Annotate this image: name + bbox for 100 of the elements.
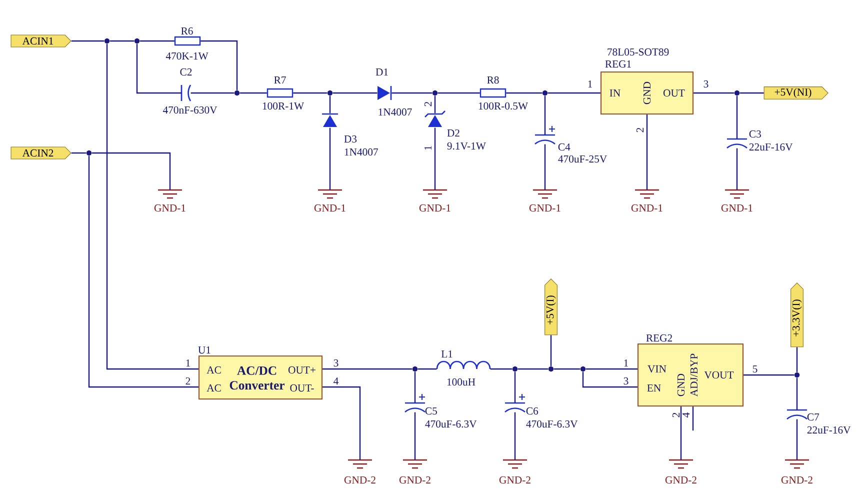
wire bbox=[106, 44, 198, 370]
value-label: 100uH bbox=[447, 378, 476, 386]
capacitor-symbol bbox=[504, 393, 526, 413]
wire bbox=[438, 92, 480, 94]
pin-number: 5 bbox=[752, 365, 758, 373]
wire bbox=[796, 347, 798, 372]
wire bbox=[190, 92, 234, 94]
part-label: D2 bbox=[447, 129, 460, 137]
ground-symbol bbox=[347, 459, 373, 469]
wire bbox=[92, 152, 171, 190]
pin-number: 2 bbox=[672, 412, 680, 418]
ground-symbol bbox=[724, 189, 750, 199]
part-label: C2 bbox=[180, 68, 192, 76]
chip-box: IN GND OUT bbox=[600, 71, 694, 115]
part-label: R7 bbox=[274, 76, 286, 84]
wire bbox=[518, 368, 548, 370]
pin-number: 1 bbox=[588, 80, 592, 88]
capacitor-symbol bbox=[726, 138, 748, 149]
wire bbox=[544, 96, 546, 135]
value-label: 470uF-6.3V bbox=[526, 420, 578, 428]
ground-label: GND-2 bbox=[665, 476, 696, 484]
wire bbox=[140, 40, 174, 42]
ground-label: GND-1 bbox=[154, 204, 186, 212]
value-label: 100R-1W bbox=[262, 102, 304, 110]
ground-symbol bbox=[634, 189, 660, 199]
part-label: C6 bbox=[526, 407, 538, 415]
value-label: 1N4007 bbox=[378, 108, 412, 116]
pin-number: 4 bbox=[334, 377, 338, 384]
wire bbox=[586, 368, 638, 370]
port-flag: +3.3V(I) bbox=[790, 282, 804, 348]
part-label: C7 bbox=[807, 413, 820, 421]
value-label: 22uF-16V bbox=[749, 143, 793, 151]
wire bbox=[692, 406, 694, 431]
part-label: C4 bbox=[558, 143, 570, 151]
wire bbox=[71, 40, 104, 42]
part-label: 78L05-SOT89 bbox=[608, 48, 669, 56]
zener-diode-symbol bbox=[424, 110, 446, 127]
capacitor-symbol bbox=[786, 409, 808, 420]
value-label: 470uF-6.3V bbox=[425, 420, 477, 428]
resistor-symbol bbox=[174, 36, 201, 46]
diode-symbol bbox=[378, 86, 392, 100]
wire bbox=[240, 92, 267, 94]
ground-symbol bbox=[784, 459, 810, 469]
value-label: 100R-0.5W bbox=[478, 102, 528, 110]
ground-symbol bbox=[668, 459, 694, 469]
value-label: 470nF-630V bbox=[162, 106, 218, 114]
wire bbox=[796, 378, 798, 410]
wire bbox=[110, 40, 134, 42]
ground-symbol bbox=[502, 459, 528, 469]
value-label: 470K-1W bbox=[166, 52, 208, 60]
wire bbox=[740, 92, 764, 94]
wire bbox=[71, 152, 86, 154]
part-label: C5 bbox=[425, 407, 437, 415]
wire bbox=[322, 386, 361, 460]
ground-label: GND-2 bbox=[344, 476, 376, 484]
wire bbox=[554, 368, 580, 370]
pin-number: 1 bbox=[186, 359, 190, 367]
wire bbox=[434, 128, 436, 190]
part-label: REG2 bbox=[646, 334, 672, 342]
port-flag: ACIN1 bbox=[10, 34, 72, 48]
port-flag: ACIN2 bbox=[10, 146, 72, 160]
inductor-symbol bbox=[436, 360, 491, 370]
wire bbox=[582, 372, 638, 388]
port-flag: +5V(NI) bbox=[764, 86, 828, 100]
capacitor-symbol bbox=[534, 125, 556, 145]
wire bbox=[544, 144, 546, 190]
pin-number: 4 bbox=[682, 412, 690, 418]
value-label: 9.1V-1W bbox=[447, 142, 486, 150]
wire bbox=[293, 92, 328, 94]
pin-number: 1 bbox=[424, 146, 432, 150]
part-label: R8 bbox=[487, 76, 499, 84]
pin-number: 3 bbox=[334, 359, 338, 367]
wire bbox=[88, 156, 198, 388]
pin-number: 3 bbox=[704, 80, 708, 88]
wire bbox=[694, 92, 734, 94]
ground-symbol bbox=[422, 189, 448, 199]
wire bbox=[490, 368, 512, 370]
part-label: REG1 bbox=[605, 60, 631, 68]
wire bbox=[392, 92, 432, 94]
wire bbox=[796, 419, 798, 460]
ground-label: GND-2 bbox=[781, 476, 812, 484]
wire bbox=[414, 372, 416, 403]
resistor-symbol bbox=[480, 88, 506, 98]
ground-symbol bbox=[157, 189, 183, 199]
wire bbox=[332, 92, 378, 94]
part-label: D3 bbox=[344, 135, 357, 143]
value-label: 470uF-25V bbox=[558, 155, 607, 163]
pin-number: 2 bbox=[636, 128, 644, 132]
ground-label: GND-1 bbox=[529, 204, 560, 212]
wire bbox=[329, 128, 331, 190]
ground-label: GND-1 bbox=[314, 204, 346, 212]
pin-number: 2 bbox=[424, 102, 432, 106]
pin-number: 1 bbox=[624, 359, 628, 367]
chip-box: VIN EN GND ADJ/BYP VOUT bbox=[637, 343, 744, 407]
wire bbox=[550, 335, 552, 366]
wire bbox=[418, 368, 437, 370]
part-label: D1 bbox=[376, 68, 388, 76]
ground-label: GND-2 bbox=[499, 476, 530, 484]
wire bbox=[514, 372, 516, 403]
wire bbox=[200, 40, 238, 90]
